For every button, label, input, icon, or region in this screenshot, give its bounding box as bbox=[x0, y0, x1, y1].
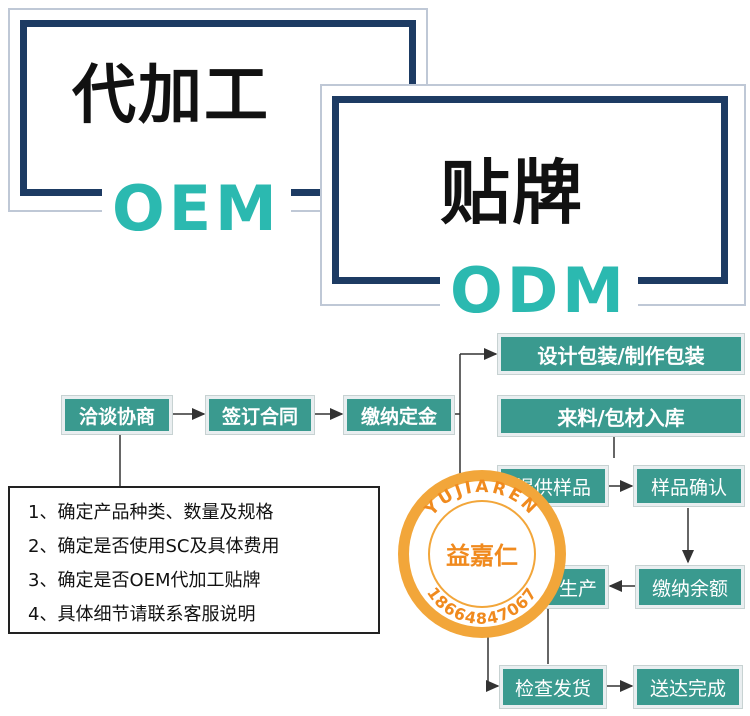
step-pay-balance: 缴纳余额 bbox=[635, 565, 745, 609]
step-negotiate: 洽谈协商 bbox=[61, 395, 173, 435]
svg-text:18664847067: 18664847067 bbox=[423, 584, 541, 628]
seal-phone-text: 18664847067 bbox=[423, 584, 540, 628]
seal-core bbox=[428, 500, 536, 608]
step-inspect-ship: 检查发货 bbox=[499, 665, 607, 709]
step-sign-contract: 签订合同 bbox=[205, 395, 315, 435]
note-item: 3、确定是否OEM代加工贴牌 bbox=[28, 570, 261, 591]
odm-card: 贴牌 ODM bbox=[320, 84, 746, 330]
step-materials-in: 来料/包材入库 bbox=[497, 395, 745, 437]
seal-top-text: YUJIAREN bbox=[421, 477, 540, 521]
brand-seal: YUJIAREN 18664847067 益嘉仁 bbox=[398, 470, 566, 638]
note-item: 1、确定产品种类、数量及规格 bbox=[28, 502, 274, 523]
note-item: 2、确定是否使用SC及具体费用 bbox=[28, 536, 280, 557]
oem-card-label: OEM bbox=[102, 170, 291, 248]
step-delivered: 送达完成 bbox=[633, 665, 743, 709]
step-pay-deposit: 缴纳定金 bbox=[343, 395, 455, 435]
note-item: 4、具体细节请联系客服说明 bbox=[28, 604, 256, 625]
step-confirm-sample: 样品确认 bbox=[633, 465, 745, 507]
odm-card-title: 贴牌 bbox=[440, 152, 584, 234]
seal-brand-name: 益嘉仁 bbox=[446, 542, 518, 570]
svg-text:YUJIAREN: YUJIAREN bbox=[421, 477, 543, 521]
seal-text-arc: YUJIAREN 18664847067 bbox=[421, 477, 543, 628]
oem-card-title: 代加工 bbox=[72, 59, 270, 133]
odm-card-label: ODM bbox=[440, 252, 638, 330]
requirements-notes: 1、确定产品种类、数量及规格 2、确定是否使用SC及具体费用 3、确定是否OEM… bbox=[8, 486, 380, 634]
step-design-packaging: 设计包装/制作包装 bbox=[497, 333, 745, 375]
